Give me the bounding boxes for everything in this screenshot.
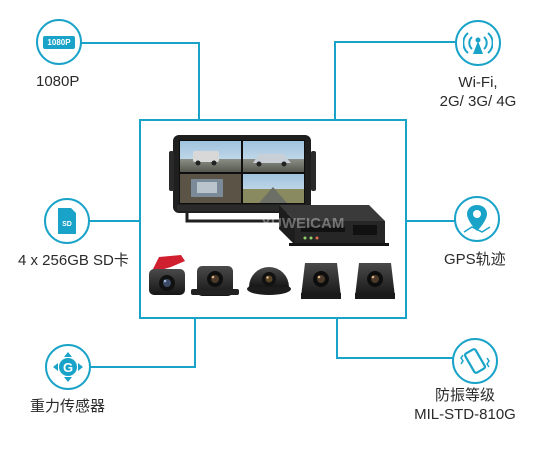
antivibration-label-line2: MIL-STD-810G bbox=[414, 406, 516, 423]
connector-gps-h bbox=[405, 220, 456, 222]
antivibration-label: 防振等级 MIL-STD-810G bbox=[402, 386, 528, 424]
connector-1080p-h bbox=[64, 42, 200, 44]
wireless-label: Wi-Fi, 2G/ 3G/ 4G bbox=[430, 73, 526, 111]
storage-label: 4 x 256GB SD卡 bbox=[18, 252, 129, 269]
cabin-camera bbox=[191, 266, 239, 296]
connector-wifi-v bbox=[334, 41, 336, 121]
mobile-dvr bbox=[279, 205, 389, 246]
sensor-circle: G bbox=[45, 344, 91, 390]
antivibration-label-line1: 防振等级 bbox=[434, 387, 495, 404]
g-sensor-icon: G bbox=[53, 352, 83, 382]
sd-card-icon: SD bbox=[58, 208, 76, 234]
dome-camera bbox=[247, 267, 291, 295]
antenna-signal-icon bbox=[463, 32, 493, 54]
connector-vibration-v bbox=[336, 317, 338, 359]
connector-1080p-v bbox=[198, 42, 200, 121]
wireless-label-line1: Wi-Fi, bbox=[458, 74, 498, 91]
1080p-badge-icon: 1080P bbox=[43, 35, 75, 49]
g-sensor-text: G bbox=[63, 360, 73, 375]
connector-vibration-h bbox=[336, 357, 457, 359]
quad-monitor bbox=[169, 135, 316, 223]
sensor-label: 重力传感器 bbox=[30, 398, 106, 415]
sd-card-text: SD bbox=[62, 221, 72, 228]
dash-camera bbox=[149, 255, 185, 295]
gps-pin-icon bbox=[463, 205, 491, 233]
connector-wifi-h bbox=[334, 41, 460, 43]
wireless-label-line2: 2G/ 3G/ 4G bbox=[439, 93, 517, 110]
product-frame: YUWEICAM bbox=[139, 119, 407, 319]
storage-circle: SD bbox=[44, 198, 90, 244]
side-camera-left bbox=[301, 263, 341, 299]
resolution-label: 1080P bbox=[36, 73, 80, 90]
wireless-circle bbox=[455, 20, 501, 66]
antivibration-circle bbox=[452, 338, 498, 384]
gps-circle bbox=[454, 196, 500, 242]
vibration-phone-icon bbox=[460, 348, 490, 374]
product-illustration: YUWEICAM bbox=[149, 135, 395, 299]
gps-label: GPS轨迹 bbox=[444, 251, 506, 268]
connector-gsensor-v bbox=[194, 317, 196, 368]
watermark: YUWEICAM bbox=[261, 215, 344, 232]
resolution-circle: 1080P bbox=[36, 19, 82, 65]
connector-gsensor-h bbox=[80, 366, 196, 368]
side-camera-right bbox=[355, 263, 395, 299]
connector-sd-h bbox=[84, 220, 141, 222]
